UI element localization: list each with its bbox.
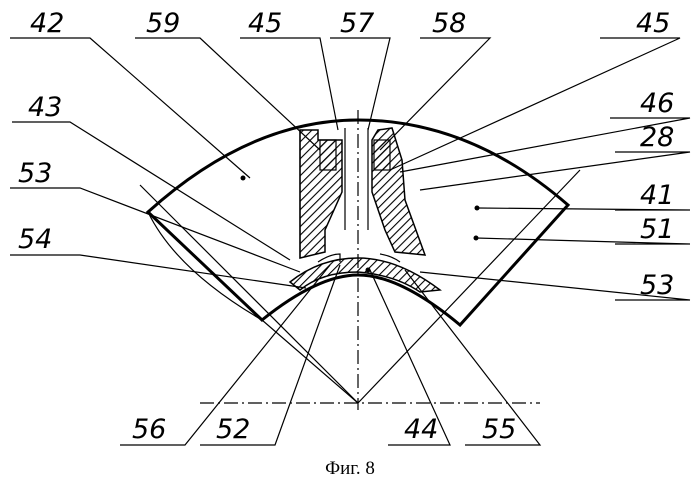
point-42 (241, 176, 246, 181)
label-56: 56 (132, 414, 166, 445)
label-28: 28 (640, 122, 674, 153)
point-44 (366, 268, 371, 273)
hatched-insert (290, 128, 440, 292)
label-41: 41 (640, 180, 674, 211)
figure-caption: Фиг. 8 (325, 458, 375, 479)
label-57: 57 (340, 8, 374, 39)
leader-lines (10, 38, 690, 445)
label-51: 51 (640, 214, 674, 245)
label-43: 43 (28, 92, 62, 123)
label-54: 54 (18, 224, 52, 255)
label-59: 59 (146, 8, 180, 39)
radial-lines (140, 170, 580, 403)
label-45-left: 45 (248, 8, 282, 39)
label-52: 52 (216, 414, 250, 445)
label-42: 42 (30, 8, 64, 39)
label-53-left: 53 (18, 158, 52, 189)
label-45-right: 45 (636, 8, 670, 39)
label-55: 55 (482, 414, 516, 445)
arc-segment-body (148, 120, 568, 325)
label-46: 46 (640, 88, 674, 119)
label-44: 44 (404, 414, 438, 445)
point-41 (475, 206, 480, 211)
point-51 (474, 236, 479, 241)
label-53-right: 53 (640, 270, 674, 301)
label-58: 58 (432, 8, 466, 39)
